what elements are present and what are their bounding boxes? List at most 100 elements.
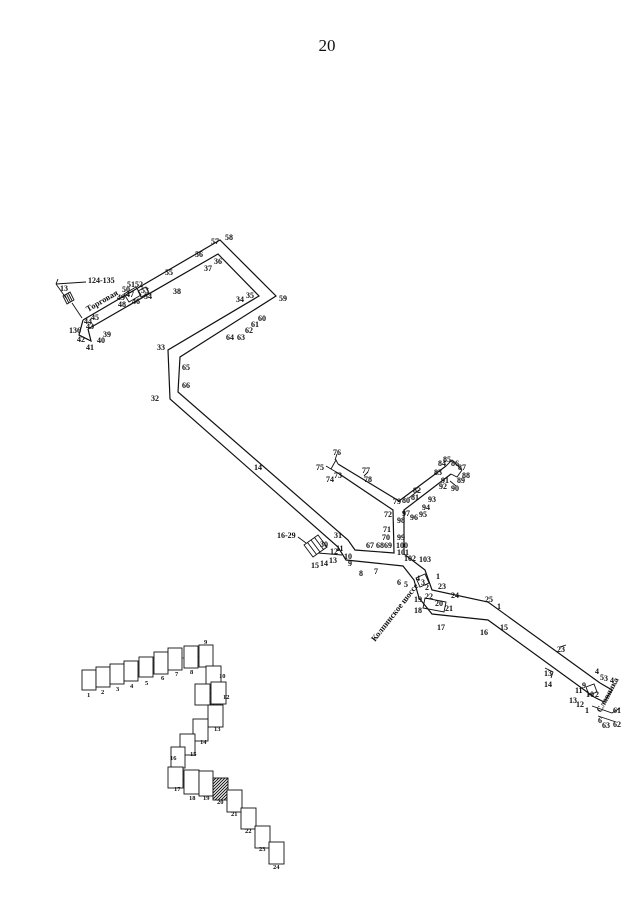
corridor-right-edge (403, 473, 601, 684)
point-label: 43 (86, 322, 94, 331)
point-label: 62 (245, 326, 253, 335)
point-label: 83 (434, 468, 442, 477)
point-label: 58 (225, 233, 233, 242)
point-label: 13 (329, 556, 337, 565)
tile (167, 766, 184, 789)
point-label: 15 (311, 561, 319, 570)
point-label: 67 (366, 541, 374, 550)
corridor-upper-edge (82, 239, 395, 554)
point-label: 2 (595, 690, 599, 699)
tile-label: 22 (245, 828, 252, 835)
point-label: 14 (320, 559, 328, 568)
branch-ticks (363, 471, 567, 679)
hatched-rectangle-fill (307, 537, 324, 555)
point-label: 23 (438, 582, 446, 591)
point-label: 10 (586, 690, 594, 699)
tile (194, 683, 211, 706)
cross-line-61-63 (591, 705, 621, 723)
hatched-box (62, 291, 75, 305)
point-label: 10 (344, 552, 352, 561)
route-corridor (78, 239, 621, 723)
point-label: 41 (86, 343, 94, 352)
point-label: 89 (457, 476, 465, 485)
tile (192, 718, 209, 742)
point-label: 7 (374, 567, 378, 576)
point-label: 101 (397, 548, 409, 557)
tile-label: 23 (259, 846, 266, 853)
point-label: 95 (419, 510, 427, 519)
tile (95, 666, 111, 688)
point-label: 78 (364, 475, 372, 484)
point-label: 12 (330, 547, 338, 556)
point-label: 14 (254, 463, 262, 472)
left-branch-end (325, 453, 339, 474)
point-label: 42 (77, 335, 85, 344)
point-label: 38 (173, 287, 181, 296)
tile (198, 770, 214, 797)
point-label: 57 (211, 237, 219, 246)
point-label: 86 (451, 459, 459, 468)
point-label: 75 (316, 463, 324, 472)
street-name-kolpinskoe: Колпинское шоссе (369, 581, 421, 643)
point-label: 81 (411, 493, 419, 502)
tile (153, 651, 169, 675)
point-label: 35 (246, 291, 254, 300)
point-label: 11 (336, 544, 344, 553)
point-label: 2 (425, 583, 429, 592)
tile-label: 1 (87, 692, 90, 699)
point-label: 80 (402, 496, 410, 505)
point-label: 91 (441, 476, 449, 485)
tile (268, 841, 285, 865)
point-label: 74 (326, 475, 334, 484)
point-label: 6 (598, 716, 602, 725)
tile (240, 807, 257, 830)
point-label: 63 (237, 333, 245, 342)
point-label: 24 (451, 591, 459, 600)
point-label: 11 (575, 686, 583, 695)
point-label: 65 (182, 363, 190, 372)
point-label: 31 (334, 531, 342, 540)
point-label: 6 (397, 578, 401, 587)
tile-label: 4 (130, 683, 134, 690)
tile-label: 17 (174, 786, 181, 793)
point-label: 9 (582, 681, 586, 690)
point-label: 93 (428, 495, 436, 504)
point-label: 68 (376, 541, 384, 550)
point-label: 45 (91, 313, 99, 322)
point-label: 51 (127, 280, 135, 289)
point-label: 5 (600, 673, 604, 682)
point-label: 62 (613, 720, 621, 729)
point-label: 98 (397, 516, 405, 525)
point-label: 47 (126, 290, 134, 299)
tile (109, 663, 125, 685)
top-left-feature (55, 278, 87, 319)
point-label: 87 (458, 463, 466, 472)
point-label: 46 (132, 297, 140, 306)
tile-label: 2 (101, 689, 104, 696)
point-label: 60 (258, 314, 266, 323)
corridor-end-cap (593, 682, 613, 703)
point-label: 90 (451, 484, 459, 493)
point-label: 73 (334, 471, 342, 480)
point-label: 66 (182, 381, 190, 390)
point-label: 77 (362, 466, 370, 475)
point-label: 124-135 (88, 276, 115, 285)
point-label: 13 (544, 669, 552, 678)
connector-line (55, 278, 87, 319)
tile-label: 6 (161, 675, 165, 682)
point-label: 71 (383, 525, 391, 534)
tile (123, 660, 139, 682)
tile (183, 645, 199, 669)
branch-junction-edge (337, 463, 447, 502)
point-label: 40 (97, 336, 105, 345)
point-label: 70 (382, 533, 390, 542)
point-label: 49 (117, 293, 125, 302)
point-label: 17 (437, 623, 445, 632)
tile-label: 19 (203, 795, 210, 802)
point-label: 25 (485, 595, 493, 604)
point-label: 61 (613, 706, 621, 715)
point-label: 72 (384, 510, 392, 519)
